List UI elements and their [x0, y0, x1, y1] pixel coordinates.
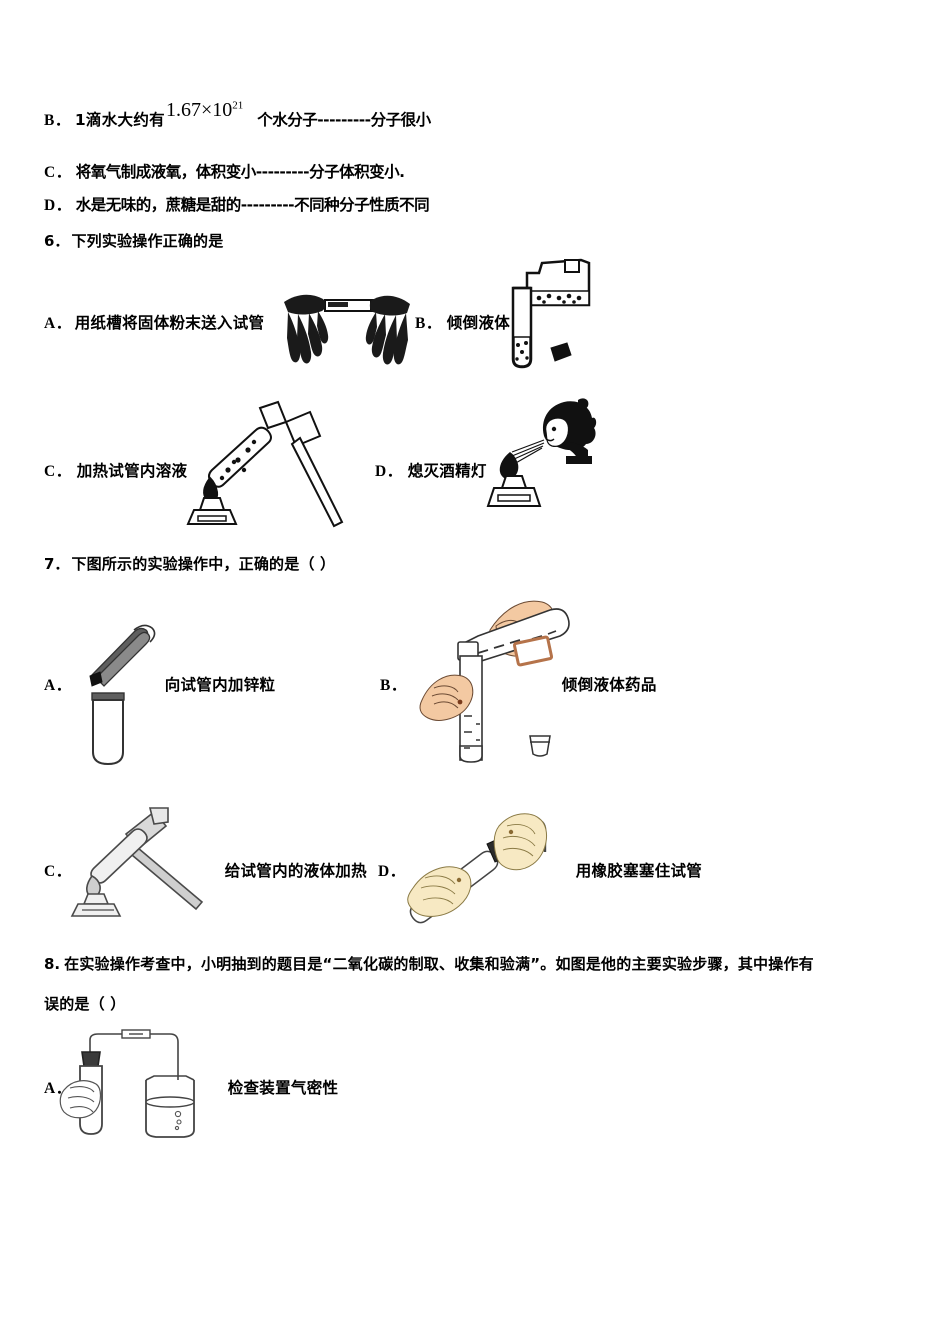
q7-option-d-text: 用橡胶塞塞住试管: [575, 862, 703, 880]
q6-option-a-label: A．: [44, 315, 72, 332]
question5-option-c: C． 将氧气制成液氧，体积变小---------分子体积变小.: [44, 160, 405, 182]
blowing-out-alcohol-lamp-figure: [486, 398, 600, 520]
q7-option-c-label: C．: [44, 863, 72, 880]
q6-option-d-text: 熄灭酒精灯: [407, 462, 487, 480]
option-d-text: 水是无味的，蔗糖是甜的---------不同种分子性质不同: [75, 196, 430, 214]
option-c-label: C．: [44, 164, 72, 181]
option-d-label: D．: [44, 197, 72, 214]
q6-option-b-label: B．: [415, 315, 442, 332]
q6-option-a-text: 用纸槽将固体粉末送入试管: [74, 314, 265, 332]
q8-option-a-text: 检查装置气密性: [227, 1079, 339, 1097]
q7-option-c-text: 给试管内的液体加热: [224, 862, 367, 880]
question7-stem-text: 下图所示的实验操作中，正确的是（ ）: [71, 555, 336, 573]
question8-option-a: A． 检查装置气密性: [44, 1076, 338, 1098]
option-b-math: 1.67×1021: [165, 99, 244, 121]
paper-trough-hands-figure: [282, 272, 414, 372]
question6-option-a: A． 用纸槽将固体粉末送入试管: [44, 311, 264, 333]
airtightness-check-figure: [59, 1028, 197, 1143]
option-b-text-after: 个水分子---------分子很小: [257, 111, 431, 129]
pouring-liquid-bottle-figure: [509, 255, 619, 370]
question6-stem-text: 下列实验操作正确的是: [71, 232, 224, 250]
q6-option-c-text: 加热试管内溶液: [76, 462, 188, 480]
q6-option-b-text: 倾倒液体: [446, 314, 511, 332]
q7-option-b-text: 倾倒液体药品: [561, 676, 657, 694]
rubber-stopper-hands-figure: [403, 812, 558, 930]
option-b-text-before: 1滴水大约有: [74, 111, 165, 129]
q6-option-d-label: D．: [375, 463, 403, 480]
question8-number: 8.: [44, 955, 61, 973]
question6-option-b: B． 倾倒液体: [415, 311, 510, 333]
question6-number: 6．: [44, 232, 70, 250]
question8-stem-line2: 误的是（ ）: [44, 993, 125, 1014]
heating-liquid-holder-figure: [70, 806, 216, 918]
question7-number: 7．: [44, 555, 70, 573]
question6-option-c: C． 加热试管内溶液: [44, 459, 187, 481]
q7-option-a-label: A．: [44, 677, 72, 694]
question6-stem: 6． 下列实验操作正确的是: [44, 230, 223, 251]
question7-stem: 7． 下图所示的实验操作中，正确的是（ ）: [44, 553, 335, 574]
question7-option-c: C． 给试管内的液体加热: [44, 859, 367, 881]
question8-stem-line1: 8. 在实验操作考查中，小明抽到的题目是“二氧化碳的制取、收集和验满”。如图是他…: [44, 953, 814, 974]
option-c-text: 将氧气制成液氧，体积变小---------分子体积变小.: [75, 163, 405, 181]
q6-option-c-label: C．: [44, 463, 72, 480]
question7-option-a: A． 向试管内加锌粒: [44, 673, 275, 695]
q7-option-a-text: 向试管内加锌粒: [164, 676, 276, 694]
question8-stem-text-1: 在实验操作考查中，小明抽到的题目是“二氧化碳的制取、收集和验满”。如图是他的主要…: [64, 955, 814, 973]
option-b-label: B．: [44, 112, 71, 129]
question8-stem-text-2: 误的是（ ）: [44, 995, 126, 1013]
question5-option-d: D． 水是无味的，蔗糖是甜的---------不同种分子性质不同: [44, 193, 430, 215]
question7-option-b: B． 倾倒液体药品: [380, 673, 657, 695]
question5-option-b: B． 1滴水大约有 1.67×1021 个水分子---------分子很小: [44, 99, 431, 131]
tweezers-zinc-test-tube-figure: [78, 620, 183, 770]
q7-option-d-label: D．: [378, 863, 406, 880]
heating-test-tube-figure: [186, 398, 355, 528]
q7-option-b-label: B．: [380, 677, 407, 694]
pouring-reagent-hands-figure: [419, 596, 580, 766]
question6-option-d: D． 熄灭酒精灯: [375, 459, 487, 481]
question7-option-d: D． 用橡胶塞塞住试管: [378, 859, 702, 881]
